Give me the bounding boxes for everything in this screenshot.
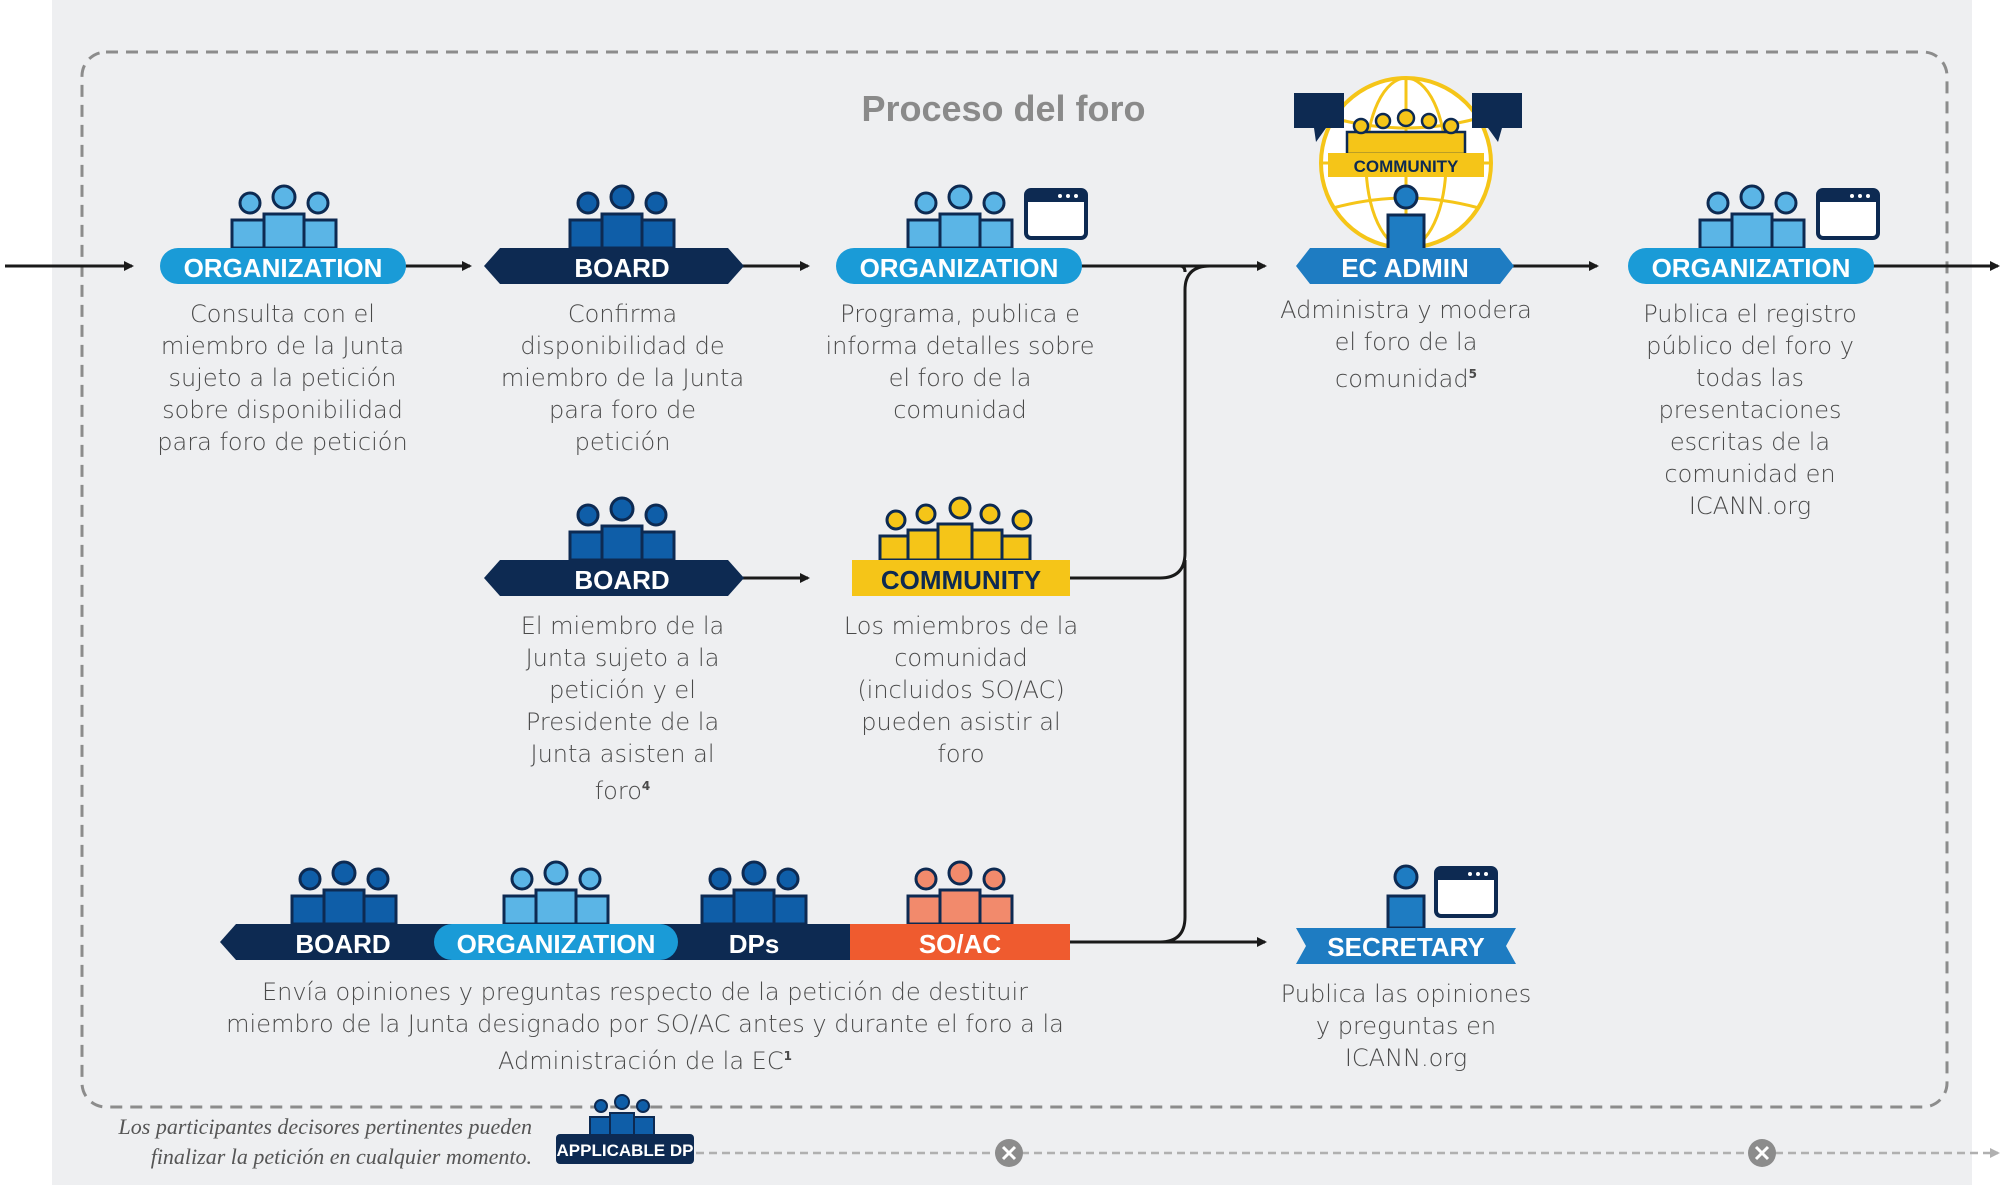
- globe-community-icon: [1294, 76, 1522, 253]
- board-badge-shape: [484, 248, 744, 284]
- speech-bubble-right-icon: [1472, 93, 1522, 142]
- board-confirm-badge: BOARD: [574, 253, 669, 283]
- org-consult-badge: ORGANIZATION: [184, 253, 383, 283]
- org-badge-shape: [1628, 248, 1874, 284]
- multi-send-text: Envía opiniones y preguntas respecto de …: [226, 978, 1064, 1075]
- secretary-badge-shape: [1296, 928, 1516, 964]
- org-badge-shape: [160, 248, 406, 284]
- terminate-icon: [1748, 1139, 1776, 1167]
- org-publish-badge: ORGANIZATION: [1652, 253, 1851, 283]
- people-group-icon: [1698, 184, 1806, 250]
- globe-community-label: COMMUNITY: [1354, 157, 1459, 176]
- browser-window-icon: [1816, 188, 1880, 240]
- ec-admin-badge: EC ADMIN: [1341, 253, 1469, 283]
- applicable-dp-badge-shape: [556, 1134, 694, 1164]
- people-group-icon: [878, 496, 1033, 562]
- terminate-icon: [995, 1139, 1023, 1167]
- board-badge-shape: [484, 560, 744, 596]
- speech-bubble-left-icon: [1294, 93, 1344, 142]
- termination-note: Los participantes decisores pertinentes …: [118, 1114, 532, 1169]
- people-group-icon: [700, 860, 808, 926]
- people-group-icon: [290, 860, 398, 926]
- community-badge-shape: [852, 560, 1070, 596]
- people-group-icon: [230, 184, 338, 250]
- people-group-icon: [906, 184, 1014, 250]
- board-attend-text: El miembro de la Junta sujeto a la petic…: [520, 612, 725, 805]
- connectors: [5, 261, 2000, 947]
- applicable-dp-badge: APPLICABLE DP: [557, 1141, 694, 1160]
- community-attend-badge: COMMUNITY: [881, 565, 1041, 595]
- org-consult-text: Consulta con el miembro de la Junta suje…: [157, 300, 408, 456]
- board-attend-badge: BOARD: [574, 565, 669, 595]
- multi-board-badge: BOARD: [295, 929, 390, 959]
- people-group-icon: [906, 860, 1014, 926]
- org-schedule-badge: ORGANIZATION: [860, 253, 1059, 283]
- forum-process-boundary: [80, 50, 1949, 1109]
- secretary-badge: SECRETARY: [1327, 932, 1484, 962]
- org-schedule-text: Programa, publica e informa detalles sob…: [825, 300, 1095, 424]
- multi-org-badge: ORGANIZATION: [457, 929, 656, 959]
- curve-community-to-ecadmin: [1070, 264, 1211, 580]
- multi-soac-badge: SO/AC: [919, 929, 1002, 959]
- browser-window-icon: [1434, 866, 1498, 918]
- browser-window-icon: [1024, 188, 1088, 240]
- community-attend-text: Los miembros de la comunidad (incluidos …: [843, 612, 1079, 768]
- org-badge-shape: [836, 248, 1082, 284]
- org-badge-shape: [434, 924, 678, 960]
- org-publish-text: Publica el registro público del foro y t…: [1643, 300, 1857, 520]
- board-confirm-text: Confirma disponibilidad de miembro de la…: [500, 300, 745, 456]
- multi-dps-badge: DPs: [729, 929, 780, 959]
- diagram-title: Proceso del foro: [861, 88, 1146, 129]
- ec-admin-badge-shape: [1296, 248, 1514, 284]
- ec-admin-text: Administra y modera el foro de la comuni…: [1280, 296, 1532, 393]
- soac-badge-shape: [850, 924, 1070, 960]
- people-group-icon: [502, 860, 610, 926]
- secretary-text: Publica las opiniones y preguntas en ICA…: [1280, 980, 1532, 1072]
